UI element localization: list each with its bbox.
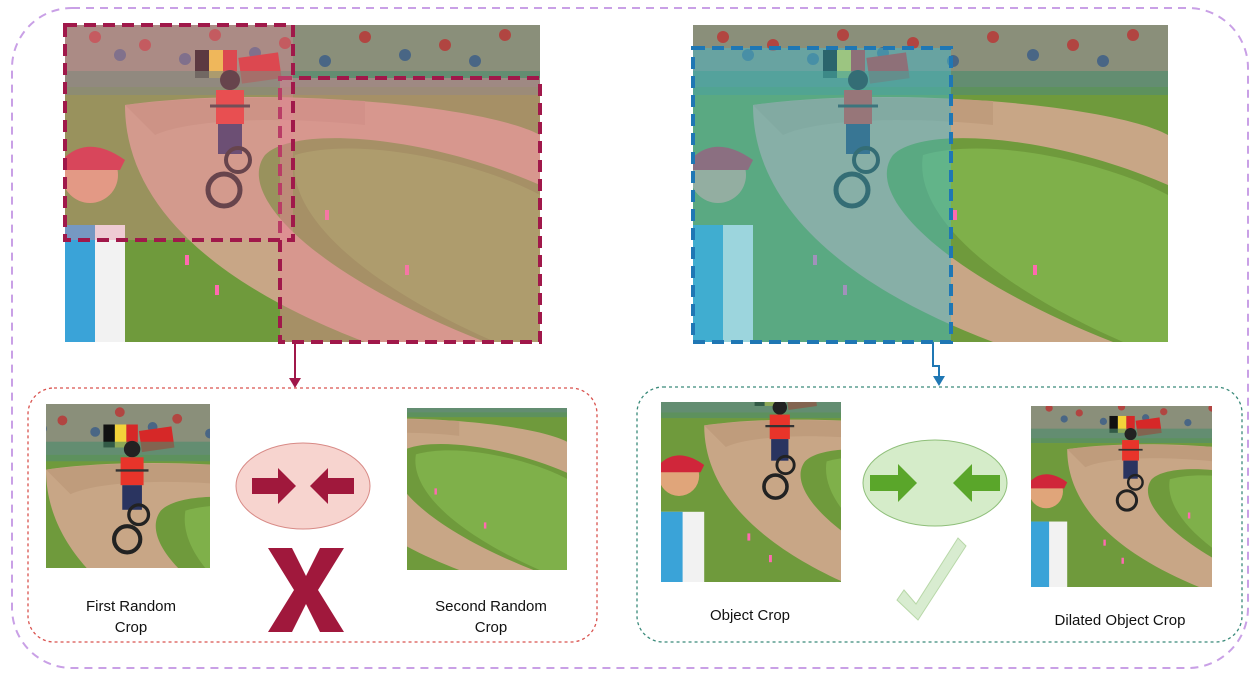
second-random-crop-overlay	[280, 78, 540, 342]
object-crop-box	[691, 46, 953, 344]
dilated-object-crop-caption: Dilated Object Crop	[1054, 612, 1186, 629]
outer-border	[11, 7, 1249, 669]
object-crop-caption: Object Crop	[709, 607, 791, 624]
accept-converging-arrows-icon	[862, 439, 1008, 527]
dilated-object-crop-thumbnail	[1031, 406, 1212, 587]
second-random-crop-box	[278, 76, 542, 344]
random-crops-panel	[27, 387, 598, 643]
first-random-crop-overlay	[65, 25, 293, 240]
converging-arrows-icon	[235, 442, 371, 530]
object-crops-panel	[636, 386, 1243, 643]
right-arrowhead	[933, 376, 945, 386]
x-mark-icon	[268, 548, 344, 632]
right-connector-arrow	[932, 342, 940, 380]
left-arrowhead	[289, 378, 301, 388]
first-random-crop-caption: First Random Crop	[85, 598, 177, 636]
first-random-crop-box	[63, 23, 295, 242]
second-random-crop-caption: Second Random Crop	[435, 598, 547, 636]
check-mark-icon	[896, 537, 967, 621]
object-crop-overlay	[693, 48, 951, 342]
